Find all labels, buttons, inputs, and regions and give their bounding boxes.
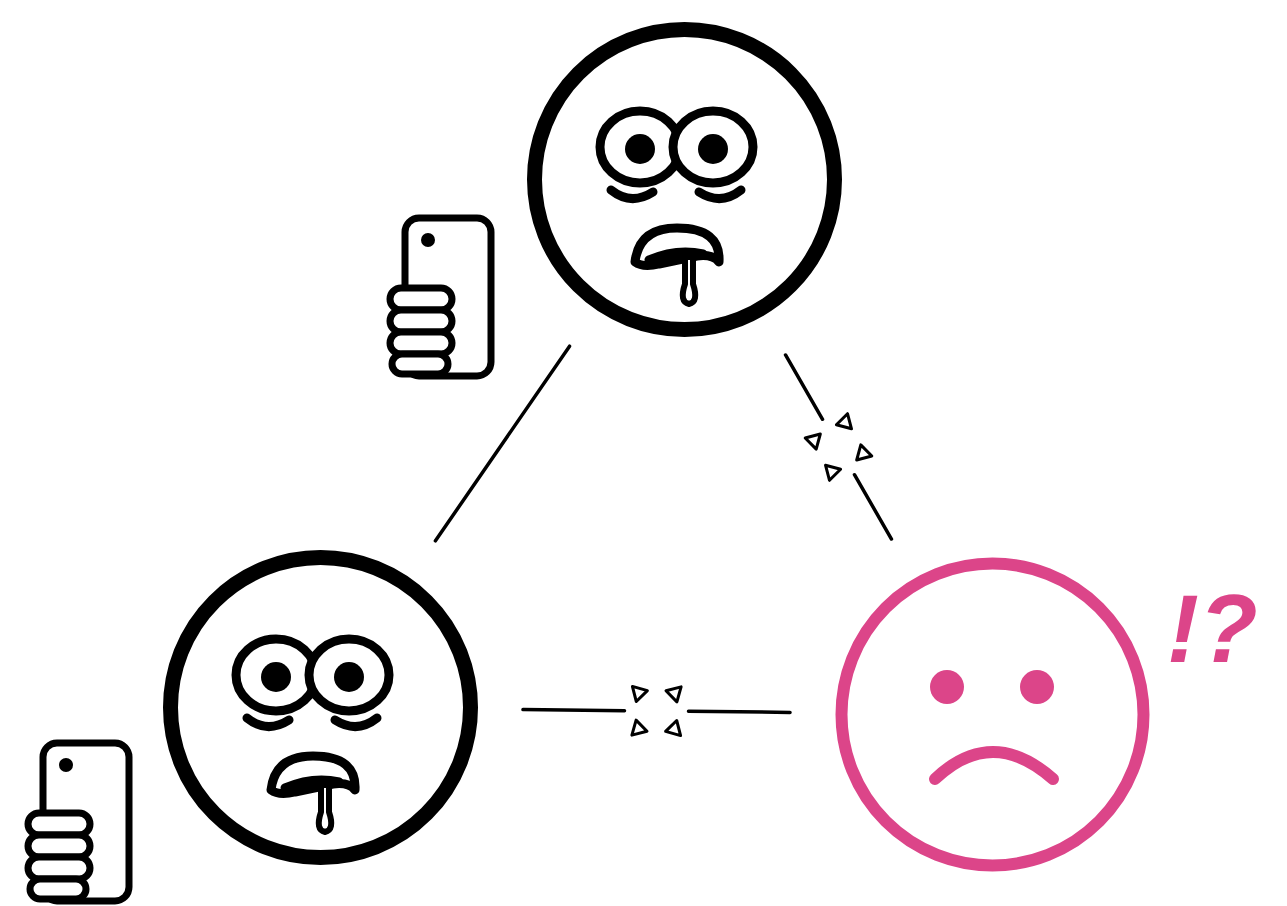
face-outline [163, 550, 478, 865]
face-outline [527, 22, 842, 337]
face-outline [835, 557, 1150, 872]
drooling-face [527, 22, 842, 337]
connection-line [435, 346, 569, 541]
phone-in-hand [390, 218, 491, 376]
face-features [930, 670, 1054, 779]
phone-in-hand [28, 743, 129, 901]
face-features [600, 111, 753, 304]
broken-connection [523, 686, 790, 735]
drooling-face [163, 550, 478, 865]
broken-connection [786, 355, 892, 539]
upset-face: !? [835, 557, 1150, 872]
exclamation-label: !? [1167, 581, 1258, 677]
face-features [236, 639, 389, 832]
